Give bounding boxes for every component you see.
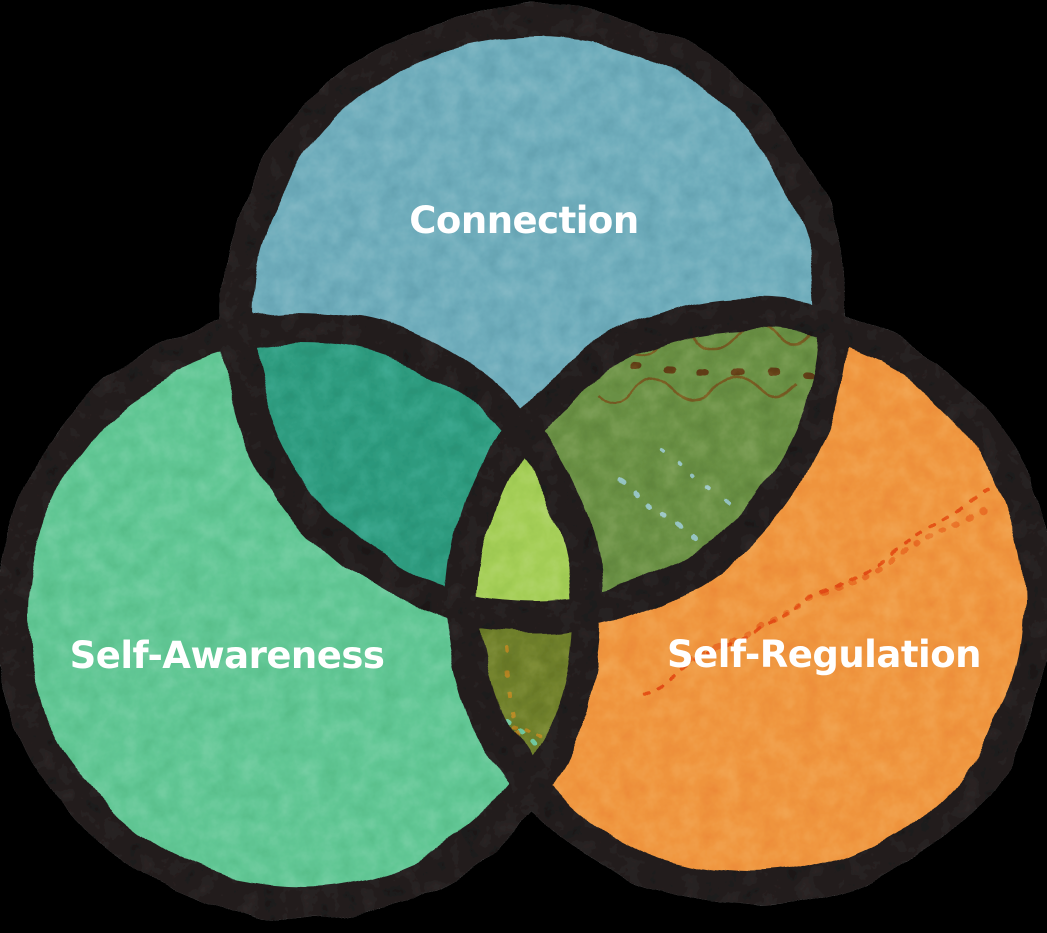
texture-red-dots-2: [687, 502, 998, 668]
label-self-awareness: Self-Awareness: [70, 634, 385, 677]
outline-self-regulation: [448, 298, 1047, 906]
texture-brown-dots: [601, 361, 833, 382]
texture-blue-speckle-2: [658, 448, 772, 542]
texture-blue-speckle-1: [612, 477, 738, 568]
texture-red-band: [638, 473, 1017, 697]
label-connection: Connection: [409, 199, 638, 242]
venn-shapes: [0, 4, 1047, 919]
texture-squiggle-bottom: [599, 376, 795, 405]
label-self-regulation: Self-Regulation: [667, 633, 981, 676]
outline-self-awareness: [0, 311, 604, 919]
